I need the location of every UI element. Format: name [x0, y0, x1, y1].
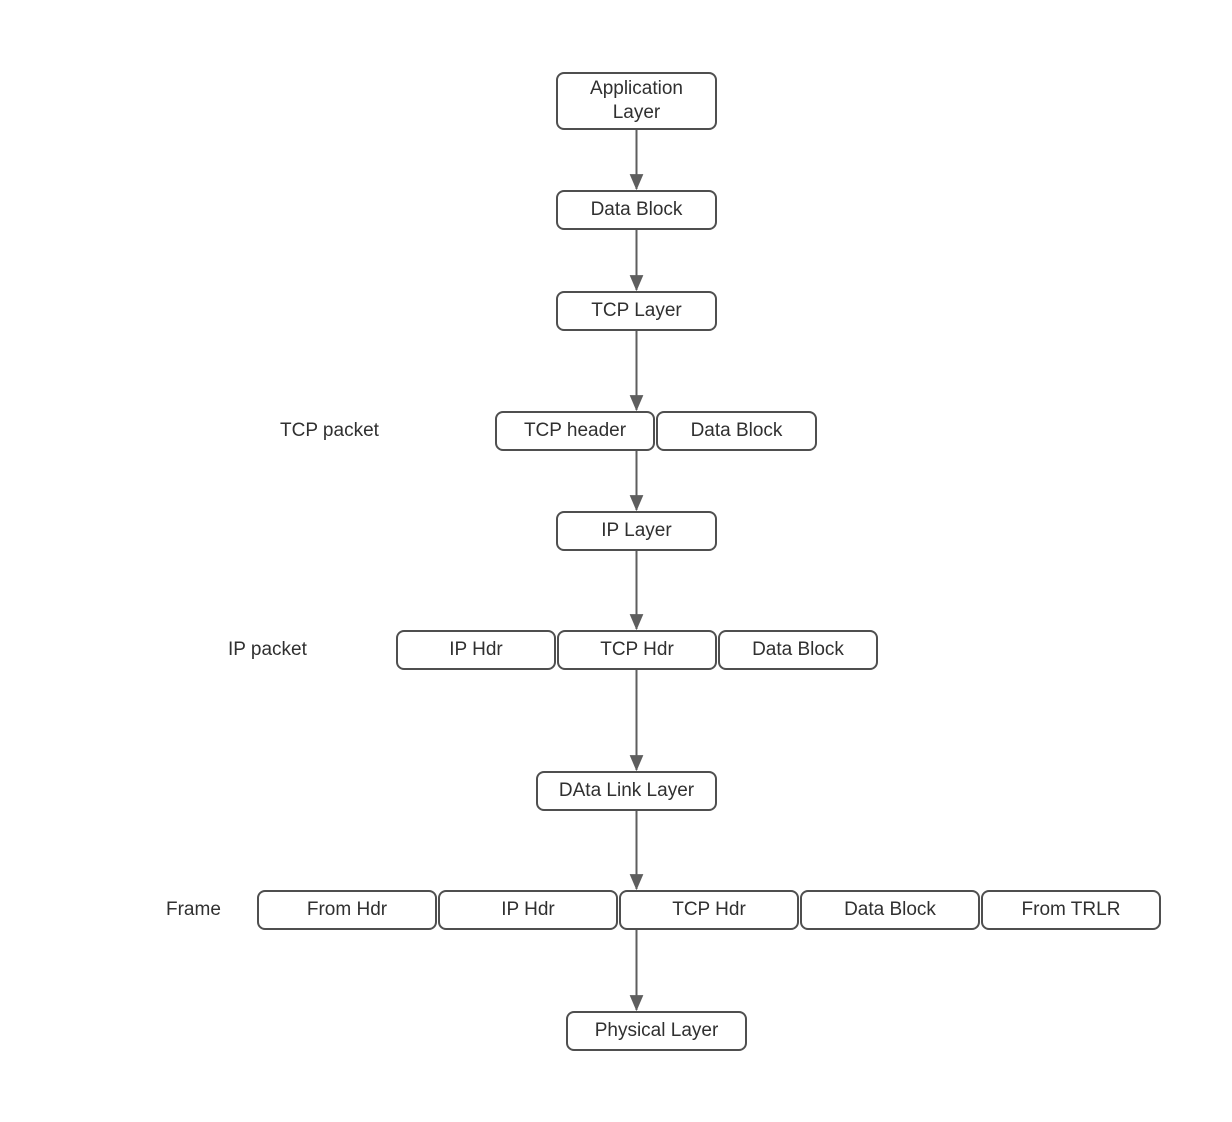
node-data-block-3: Data Block [718, 630, 878, 670]
node-ip-layer: IP Layer [556, 511, 717, 551]
node-from-hdr: From Hdr [257, 890, 437, 930]
node-data-link-layer: DAta Link Layer [536, 771, 717, 811]
node-tcp-layer: TCP Layer [556, 291, 717, 331]
node-data-block-2: Data Block [656, 411, 817, 451]
label-ip-packet: IP packet [228, 639, 307, 660]
node-physical-layer: Physical Layer [566, 1011, 747, 1051]
node-application-layer: Application Layer [556, 72, 717, 130]
node-data-block-1: Data Block [556, 190, 717, 230]
node-tcp-header: TCP header [495, 411, 655, 451]
node-ip-hdr: IP Hdr [396, 630, 556, 670]
node-ip-hdr-2: IP Hdr [438, 890, 618, 930]
node-from-trlr: From TRLR [981, 890, 1161, 930]
node-tcp-hdr-2: TCP Hdr [619, 890, 799, 930]
label-tcp-packet: TCP packet [280, 420, 379, 441]
node-tcp-hdr: TCP Hdr [557, 630, 717, 670]
label-frame: Frame [166, 899, 221, 920]
node-data-block-4: Data Block [800, 890, 980, 930]
